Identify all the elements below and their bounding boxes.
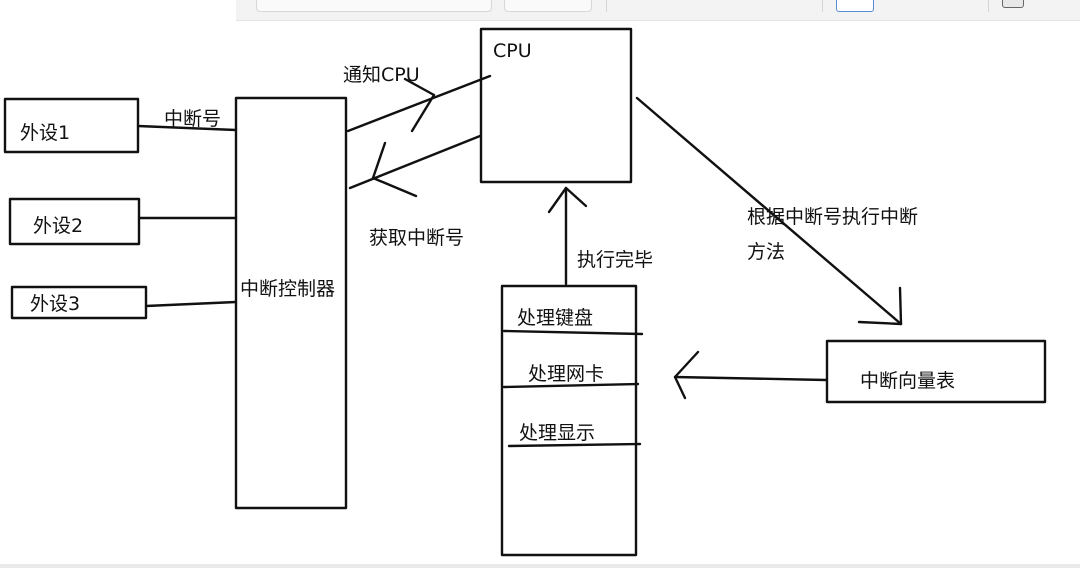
notify-cpu-label: 通知CPU	[343, 64, 420, 86]
notify-cpu-arrow	[346, 74, 492, 133]
device1-label: 外设1	[20, 122, 71, 144]
toolbar-divider	[988, 0, 989, 12]
toolbar-divider	[606, 0, 607, 12]
handler-keyboard-label: 处理键盘	[517, 307, 594, 329]
execute-method-label: 方法	[747, 241, 786, 263]
controller-box	[234, 96, 348, 510]
handler-display-label: 处理显示	[519, 422, 596, 444]
get-number-arrow	[348, 134, 482, 190]
toolbar-button[interactable]	[836, 0, 874, 12]
toolbar-field[interactable]	[256, 0, 492, 12]
execution-complete-label: 执行完毕	[577, 249, 654, 271]
vector-table-label: 中断向量表	[860, 370, 956, 392]
device1-line	[136, 124, 238, 132]
interrupt-number-label: 中断号	[164, 108, 222, 130]
handler-divider	[502, 382, 640, 389]
handler-divider	[507, 442, 642, 448]
handler-table-box	[500, 284, 638, 557]
get-number-arrowhead	[371, 141, 418, 198]
notify-cpu-arrowhead	[403, 77, 436, 133]
handler-divider	[502, 329, 644, 336]
dispatch-arrow	[635, 96, 903, 326]
device3-line	[144, 300, 238, 308]
vector-table-box	[825, 339, 1047, 404]
lookup-arrowhead	[673, 350, 700, 400]
toolbar-button[interactable]	[1002, 0, 1024, 8]
dispatch-arrowhead	[857, 286, 903, 326]
toolbar-divider	[822, 0, 823, 12]
handler-network-label: 处理网卡	[528, 363, 605, 385]
bottom-edge	[0, 564, 1080, 568]
editor-toolbar	[236, 0, 1080, 21]
device3-label: 外设3	[30, 293, 81, 315]
execute-by-number-label: 根据中断号执行中断	[747, 206, 919, 228]
lookup-arrow	[673, 375, 828, 382]
device3-box	[10, 285, 148, 320]
cpu-box	[479, 27, 633, 184]
complete-arrowhead	[547, 186, 588, 214]
device2-box	[8, 197, 141, 246]
controller-label: 中断控制器	[240, 278, 336, 300]
get-interrupt-number-label: 获取中断号	[369, 227, 465, 249]
cpu-label: CPU	[493, 40, 532, 62]
device2-label: 外设2	[33, 215, 84, 237]
toolbar-field[interactable]	[504, 0, 592, 12]
